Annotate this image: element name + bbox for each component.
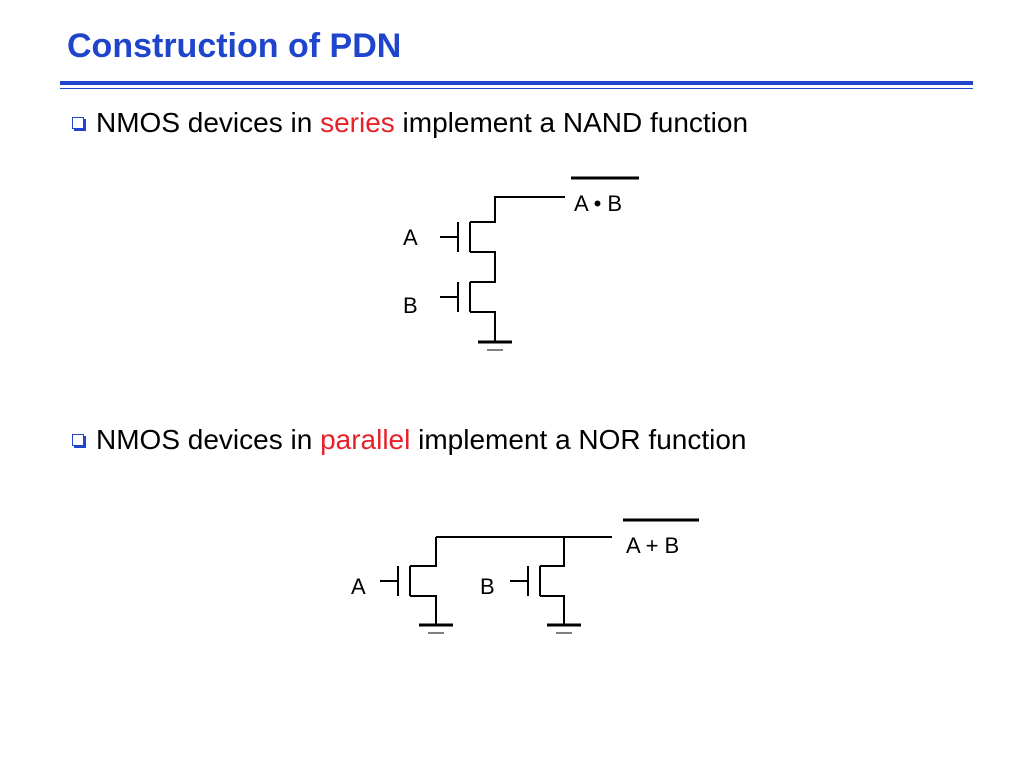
bullet-text-before: NMOS devices in xyxy=(96,424,321,455)
bullet-highlight: parallel xyxy=(320,424,411,455)
nand-series-wire xyxy=(470,251,496,283)
bullet-parallel: NMOS devices in parallel implement a NOR… xyxy=(72,423,747,457)
title-underline-thin xyxy=(60,88,973,89)
square-bullet-icon xyxy=(72,434,84,446)
bullet-text-before: NMOS devices in xyxy=(96,107,321,138)
nand-output-wire xyxy=(470,196,565,223)
slide-title: Construction of PDN xyxy=(67,27,402,65)
square-bullet-icon xyxy=(72,117,84,129)
nor-drain-a-wire xyxy=(410,537,437,567)
nor-drain-b-wire xyxy=(540,537,565,567)
nor-ground-a-wire xyxy=(410,595,437,625)
nand-ground-wire xyxy=(470,311,496,342)
bullet-series: NMOS devices in series implement a NAND … xyxy=(72,106,748,140)
bullet-highlight: series xyxy=(320,107,395,138)
nor-ground-b-wire xyxy=(540,595,565,625)
nor-input-a-label: A xyxy=(351,574,366,599)
nor-pdn-circuit: A + B A B xyxy=(351,518,699,634)
nand-input-a-label: A xyxy=(403,225,418,250)
bullet-text-after: implement a NAND function xyxy=(394,107,749,138)
title-underline-thick xyxy=(60,81,973,85)
nor-output-label: A + B xyxy=(626,533,679,558)
nand-output-label: A • B xyxy=(574,191,622,216)
bullet-text-after: implement a NOR function xyxy=(410,424,747,455)
nand-pdn-circuit: A • B A B xyxy=(403,176,639,351)
nor-input-b-label: B xyxy=(480,574,495,599)
nand-input-b-label: B xyxy=(403,293,418,318)
